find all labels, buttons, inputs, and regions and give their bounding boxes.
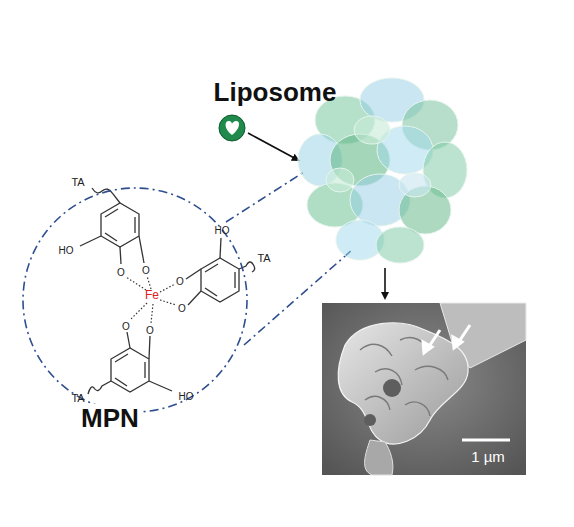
atom-label: O — [117, 267, 125, 278]
liposome-label: Liposome — [214, 78, 337, 107]
liposome-icon — [219, 115, 245, 141]
atom-label: O — [146, 325, 154, 336]
atom-label: O — [178, 303, 186, 314]
node-title: MPN — [78, 404, 142, 433]
atom-label: O — [176, 276, 184, 287]
dash-dot-outline — [22, 187, 248, 413]
group-label: TA — [71, 176, 84, 188]
arrow — [384, 268, 386, 298]
metal-label: Fe — [145, 289, 159, 302]
atom-label: O — [122, 321, 130, 332]
group-label: TA — [257, 252, 270, 264]
group-label: TA — [71, 392, 84, 404]
coordination-bonds — [126, 276, 176, 323]
sem-image-frame: 1 µm — [322, 303, 526, 475]
group-label: HO — [215, 225, 230, 236]
arrow — [248, 133, 298, 160]
tannic-acid-fe-complex — [80, 188, 255, 394]
sem-image — [322, 303, 526, 475]
group-label: HO — [59, 245, 74, 256]
scale-bar-label: 1 µm — [471, 449, 505, 466]
group-label: HO — [179, 391, 194, 402]
mpn-circle: MPN — [22, 187, 248, 413]
atom-label: O — [142, 265, 150, 276]
